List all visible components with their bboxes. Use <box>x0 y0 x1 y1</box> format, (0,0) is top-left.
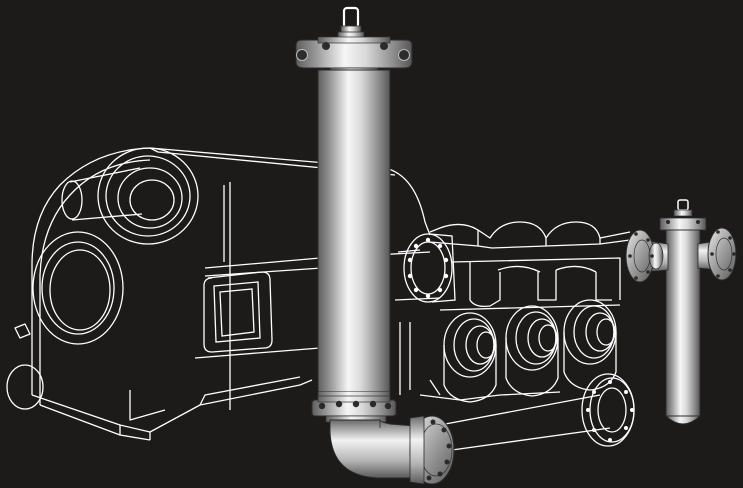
inspection-door <box>203 271 273 353</box>
discharge-elbow <box>329 419 417 479</box>
pulsation-dampener-small <box>625 199 737 425</box>
cylinder-3 <box>563 299 617 391</box>
elbow-flange <box>409 415 455 485</box>
small-dampener-flange-left <box>625 229 664 283</box>
cylinder-2 <box>505 305 559 397</box>
fluid-end-flange-left <box>403 233 456 303</box>
crank-cover-circle <box>32 231 124 345</box>
fluid-end-manifold <box>394 221 631 395</box>
suction-manifold <box>439 373 635 451</box>
small-dampener-flange-right <box>707 227 737 281</box>
dampener-bottom-flange <box>311 395 397 423</box>
fluid-cylinders <box>419 299 617 403</box>
cylinder-1 <box>443 312 497 403</box>
dampener-body <box>317 69 391 393</box>
lifting-shackle <box>337 6 365 41</box>
pinion-shaft-housing <box>61 147 199 245</box>
pulsation-dampener-main <box>295 6 455 485</box>
